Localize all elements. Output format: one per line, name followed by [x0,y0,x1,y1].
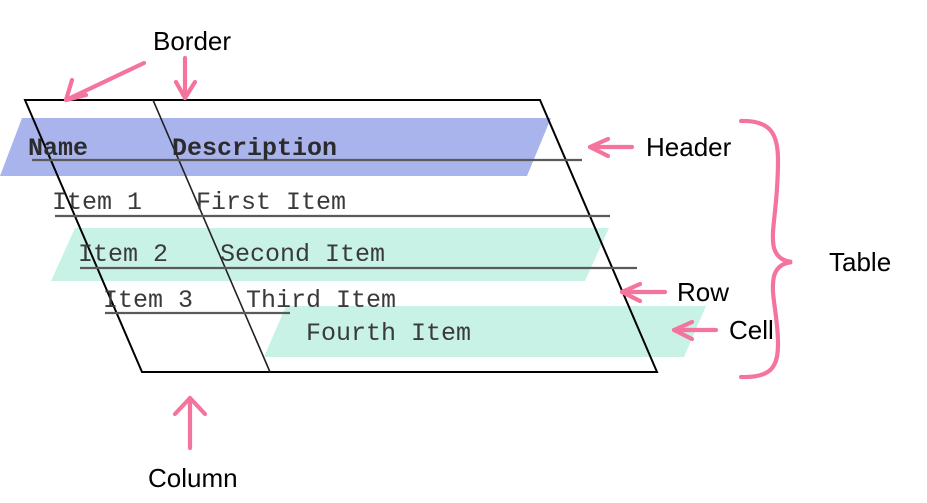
header-highlight-band [0,118,551,176]
table-text: Name Description Item 1 First Item Item … [28,134,471,348]
header-arrow-left-head-icon [587,136,611,159]
annotation-label-row: Row [677,277,729,307]
border-arrow-diagonal-icon [63,60,147,103]
annotation-row: Row [619,277,729,307]
annotation-label-column: Column [148,463,238,493]
border-arrow-diagonal-head-icon [63,77,89,103]
table-outline [23,99,659,373]
cell-detached-fourth-item: Fourth Item [306,319,471,348]
cell-row1-description: First Item [196,188,346,217]
column-header-description: Description [172,134,337,163]
cell-row2-name: Item 2 [78,240,168,269]
column-arrow-up-head-icon [172,395,208,417]
table-border-outline [23,99,659,373]
annotation-label-header: Header [646,132,732,162]
annotation-label-border: Border [153,26,231,56]
column-divider-line [152,99,271,373]
border-arrow-down-head-icon [173,79,198,101]
cell-row2-description: Second Item [220,240,385,269]
table-curly-brace-icon [738,118,793,380]
row-arrow-left-head-icon [619,281,643,304]
row-separator-lines [32,158,637,315]
annotation-label-table: Table [829,247,891,277]
column-header-name: Name [28,134,88,163]
cell-row3-name: Item 3 [103,286,193,315]
cell-highlight-band [264,306,706,357]
annotation-column: Column [148,395,238,493]
annotation-border: Border [63,26,231,103]
cell-row3-description: Third Item [246,286,396,315]
annotation-header: Header [587,132,732,162]
annotation-cell: Cell [671,315,774,345]
annotation-label-cell: Cell [729,315,774,345]
cell-arrow-left-head-icon [671,319,695,342]
cell-row1-name: Item 1 [52,188,142,217]
annotation-table: Table [738,118,891,380]
